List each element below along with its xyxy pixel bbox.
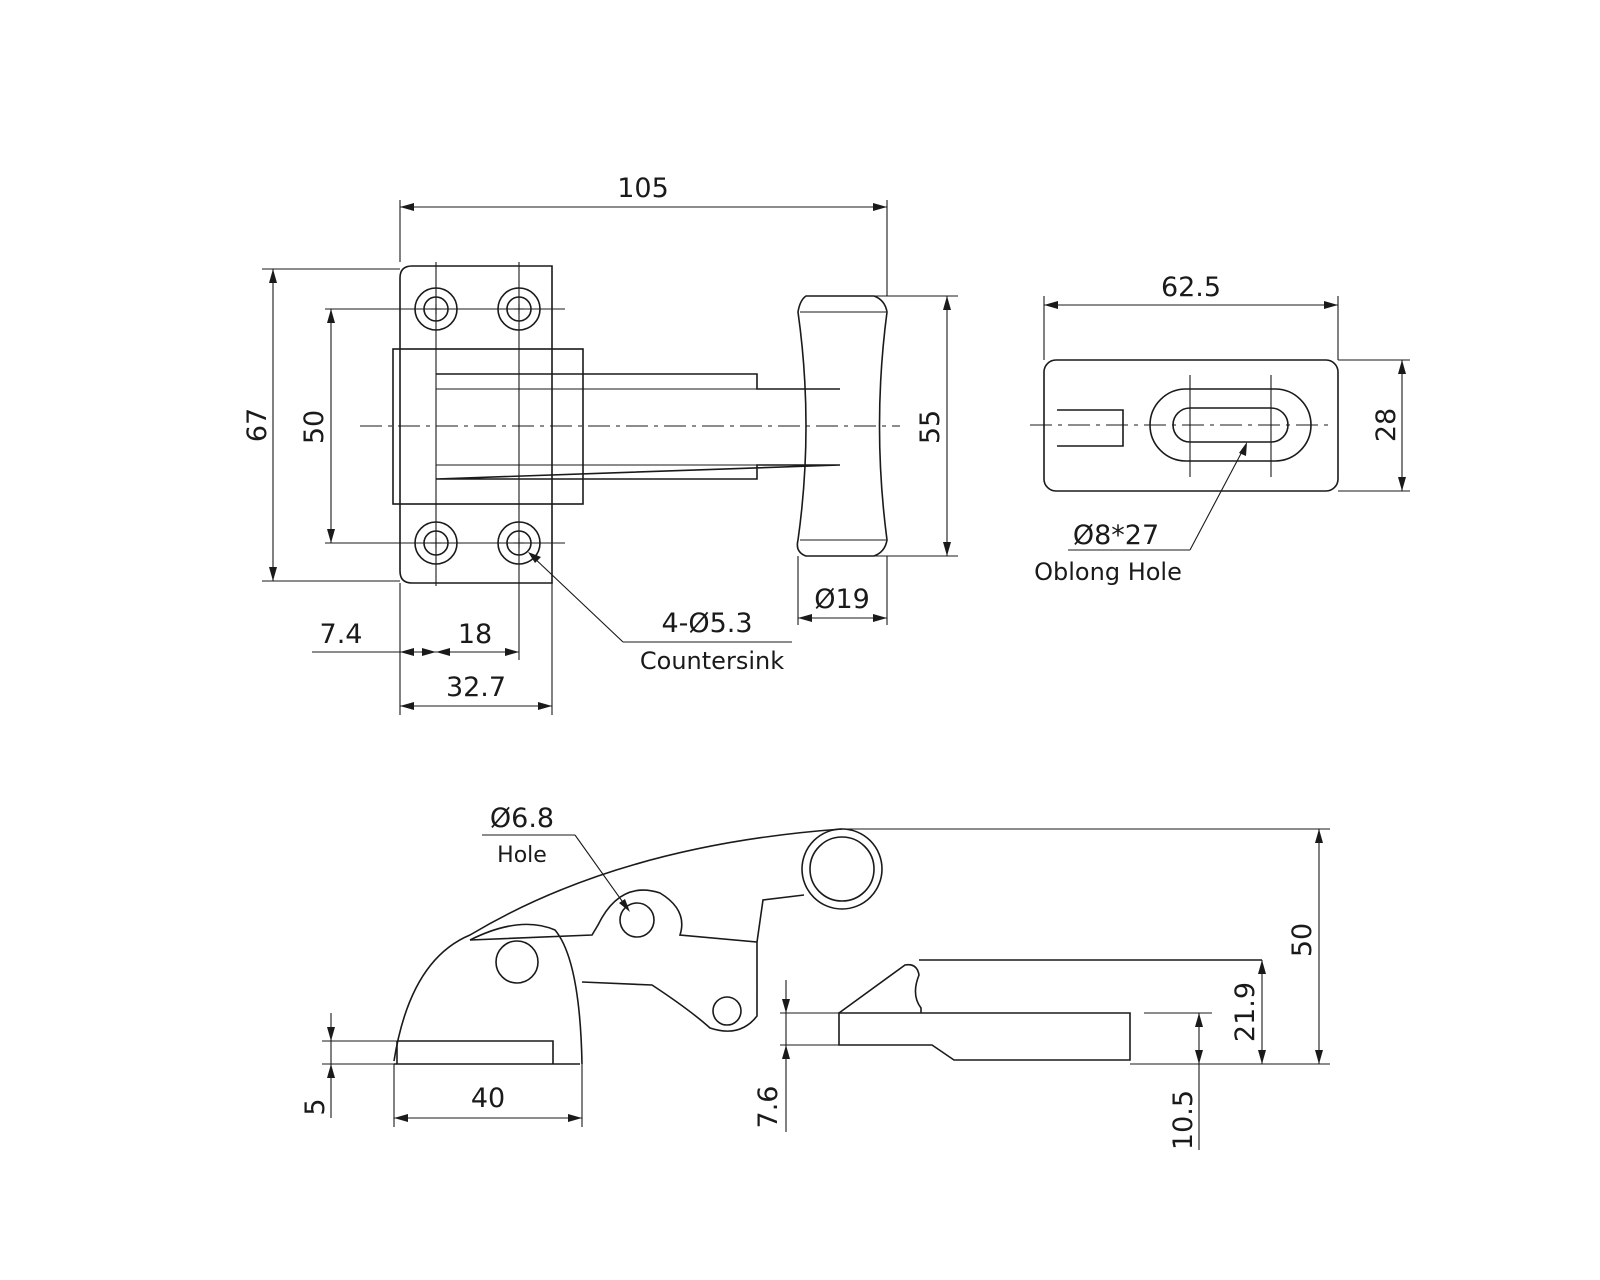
svg-text:40: 40 [471,1083,505,1114]
dim-32-7: 32.7 [400,583,553,715]
dim-5: 5 [300,1013,397,1118]
latch-top-view: 105 67 50 55 Ø19 [242,173,958,715]
base-plate [399,265,553,584]
dim-50-holes: 50 [299,309,335,543]
dim-7-6: 7.6 [753,980,839,1132]
strike-hook [838,959,1262,1014]
svg-text:18: 18 [458,619,492,650]
svg-text:21.9: 21.9 [1230,982,1261,1042]
svg-text:Ø8*27: Ø8*27 [1073,520,1159,551]
oblong-hole-callout: Ø8*27 Oblong Hole [1034,442,1247,586]
dim-21-9: 21.9 [1230,960,1266,1064]
lever-outline [393,828,843,1062]
svg-text:7.6: 7.6 [753,1086,784,1129]
dim-dia-19: Ø19 [797,556,888,625]
hole-callout: Ø6.8 Hole [482,803,630,912]
svg-text:10.5: 10.5 [1168,1090,1199,1150]
roller-inner [809,836,875,902]
mounting-holes [325,262,565,660]
oblong-hole-outer [1149,388,1312,462]
svg-text:105: 105 [617,173,669,204]
side-body-profile [469,923,583,1065]
dim-28: 28 [1338,359,1410,492]
dim-40: 40 [393,1064,583,1127]
dim-62-5: 62.5 [1043,272,1339,360]
svg-text:50: 50 [299,410,330,444]
side-base-plate [394,1040,580,1065]
lever-arm [435,373,841,480]
clamp-housing [392,348,584,505]
svg-text:Ø6.8: Ø6.8 [490,803,554,834]
dim-67: 67 [242,268,400,582]
svg-text:5: 5 [300,1098,331,1115]
svg-text:32.7: 32.7 [446,672,506,703]
countersink-callout: 4-Ø5.3 Countersink [528,552,792,675]
svg-text:Ø19: Ø19 [814,584,870,615]
side-link [469,889,805,1032]
svg-text:Countersink: Countersink [640,647,784,675]
svg-text:4-Ø5.3: 4-Ø5.3 [661,608,752,639]
dim-7-4-and-18: 7.4 18 [312,583,519,715]
dim-50-height: 50 [842,828,1330,1065]
strike-plate-view: 62.5 28 Ø8*27 Oblong Hole [1030,272,1410,586]
dim-10-5: 10.5 [1144,1012,1212,1150]
svg-text:7.4: 7.4 [320,619,363,650]
dim-105: 105 [399,173,888,296]
svg-text:67: 67 [242,408,273,442]
svg-text:55: 55 [915,410,946,444]
svg-text:Oblong Hole: Oblong Hole [1034,558,1182,586]
strike-side-profile [838,1012,1131,1061]
svg-text:28: 28 [1371,408,1402,442]
svg-text:Hole: Hole [497,843,547,868]
latch-side-view: Ø6.8 Hole 50 21.9 10.5 [300,803,1330,1150]
roller-outer [801,828,883,910]
dim-55: 55 [874,295,958,557]
svg-text:50: 50 [1287,923,1318,957]
pivot-hole [619,902,655,938]
svg-text:62.5: 62.5 [1161,272,1221,303]
